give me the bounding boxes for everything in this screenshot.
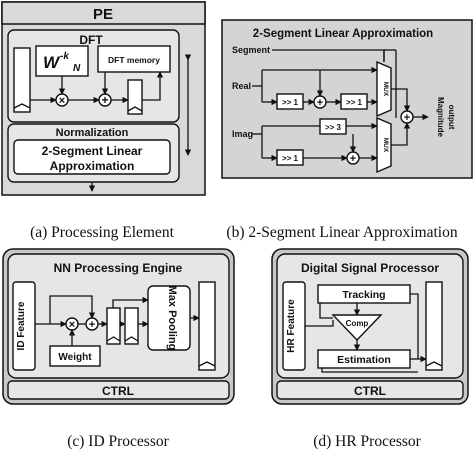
id-ctrl-label: CTRL [102,384,134,398]
pe-title-bar [1,1,206,25]
id-feature-box [12,281,36,371]
mux-lower-label: MUX [382,138,389,153]
mux-upper [376,60,392,118]
adder-symbol: + [101,93,108,107]
mux-lower [376,116,392,174]
accumulator-buffer [127,79,143,115]
id-feature-label: ID Feature [16,301,27,350]
shift-right-4-label: >> 1 [282,154,299,163]
hr-ctrl-bar [276,380,464,400]
approximation-box [13,139,171,175]
magnitude-label: Magnitude [436,97,445,138]
svg-text:+: + [89,319,95,331]
twiddle-factor-box [35,45,89,77]
mux-upper-label: MUX [382,82,389,97]
panel-b-linear-approximation: 2-Segment Linear Approximation Segment R… [221,19,473,179]
input-buffer [13,47,31,113]
caption-c: (c) ID Processor [67,433,169,450]
hr-ctrl-label: CTRL [354,384,386,398]
shift-right-1-label: >> 1 [282,98,299,107]
svg-text:+: + [317,97,323,109]
id-ctrl-bar [7,380,230,400]
multiplier-symbol: × [59,95,65,107]
svg-text:+: + [350,153,356,165]
caption-b: (b) 2-Segment Linear Approximation [226,224,457,241]
twiddle-exponent: -k [60,51,69,62]
dft-label: DFT [79,33,103,47]
approximation-label-line2: Approximation [50,159,135,173]
panel-a-processing-element: PE DFT W -k N DFT memory × + Normalizati… [1,1,206,196]
dft-memory-box [97,45,171,73]
max-pooling-label: Max Pooling [166,286,178,351]
nn-engine-title: NN Processing Engine [54,261,183,275]
segment-label: Segment [232,45,270,55]
caption-d: (d) HR Processor [313,433,421,450]
nn-buffer-1 [106,307,121,345]
hr-feature-label: HR Feature [286,299,297,353]
twiddle-subscript: N [73,63,81,74]
dft-memory-label: DFT memory [108,55,160,65]
approx-title: 2-Segment Linear Approximation [253,28,433,40]
panel-c-id-processor: NN Processing Engine ID Feature × + Weig… [2,248,235,405]
output-label: output [447,105,456,130]
nn-output-buffer [198,281,216,371]
weight-label: Weight [58,352,92,363]
real-label: Real [232,81,251,91]
estimation-label: Estimation [337,354,391,366]
shift-right-2-label: >> 1 [346,98,363,107]
dsp-title: Digital Signal Processor [301,261,439,275]
approximation-label-line1: 2-Segment Linear [42,144,143,158]
panel-d-hr-processor: Digital Signal Processor HR Feature Trac… [271,248,469,405]
svg-text:+: + [404,112,410,124]
svg-text:×: × [69,319,75,331]
hr-output-buffer [425,281,443,371]
shift-right-3-box [319,118,347,135]
input-buffer-mark [13,103,31,109]
caption-a: (a) Processing Element [30,224,174,241]
weight-box [49,345,101,367]
shift-right-3-label: >> 3 [325,123,342,132]
normalization-label: Normalization [56,127,129,139]
twiddle-base: W [43,53,61,72]
imag-label: Imag [232,129,253,139]
tracking-label: Tracking [342,289,385,301]
pe-title: PE [93,6,113,23]
comparator-label: Comp [346,319,369,328]
nn-buffer-2 [124,307,139,345]
